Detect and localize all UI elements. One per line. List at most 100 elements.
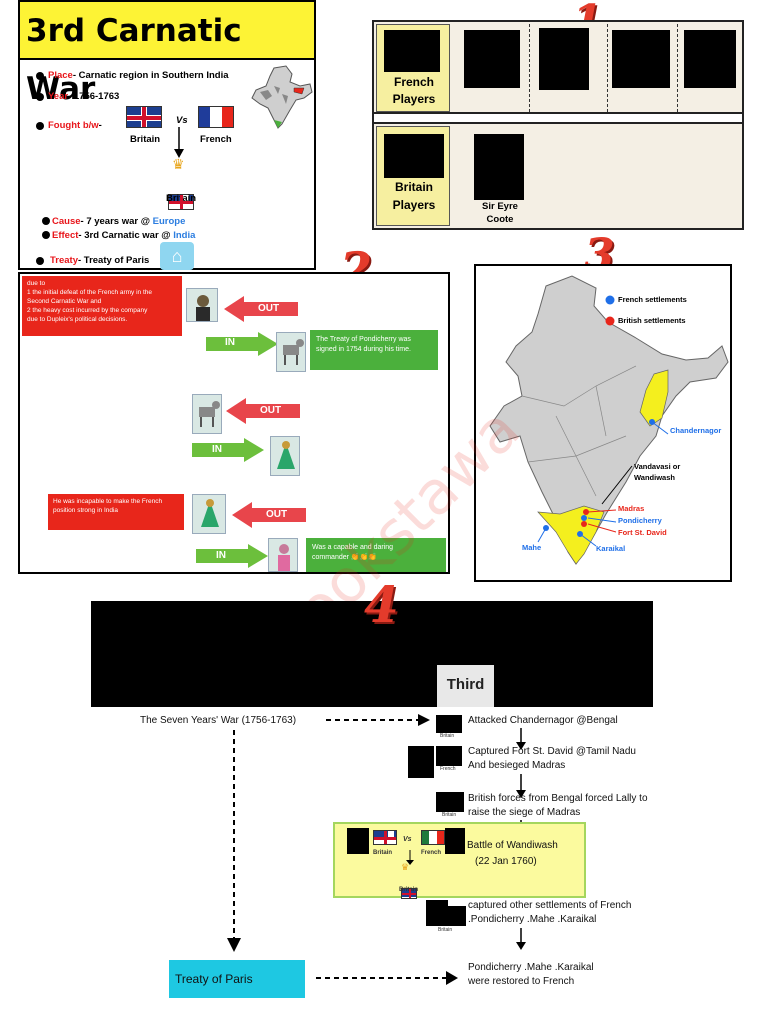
bullet [36, 257, 44, 265]
redacted-image [684, 30, 736, 88]
french-label: French [200, 134, 232, 145]
redacted-image [426, 900, 448, 926]
india-map-thumbnail [251, 65, 313, 129]
out-arrow-icon [224, 296, 298, 322]
redacted-image [445, 828, 465, 854]
out-arrow-icon [226, 398, 300, 424]
leyrit-incapable-note: He was incapable to make the French posi… [48, 494, 184, 530]
reason-line: Second Carnatic War and [27, 298, 102, 305]
redacted-image [464, 30, 520, 88]
reason-line: 1 the initial defeat of the French army … [27, 289, 153, 296]
portrait [276, 332, 306, 372]
portrait [268, 538, 298, 572]
legend-french: French settlements [618, 295, 687, 304]
effect-value: - 3rd Carnatic war @ [78, 230, 174, 241]
place-key: Place [48, 70, 73, 81]
seven-years-war-label: The Seven Years' War (1756-1763) [140, 715, 297, 726]
redacted-image [539, 28, 589, 90]
player-cell [530, 24, 608, 112]
bullet [36, 72, 44, 80]
governors-panel: due to 1 the initial defeat of the Frenc… [18, 272, 450, 574]
in-arrow-icon [206, 332, 278, 356]
note-line: commander [312, 554, 349, 561]
event-line: captured other settlements of French [468, 900, 632, 911]
reason-line: due to Dupleix's political decisions. [27, 316, 128, 323]
reason-line: due to [27, 280, 46, 287]
redacted-image [436, 715, 462, 733]
down-arrow-icon [406, 850, 414, 865]
label-madras: Madras [618, 504, 645, 513]
player-cell [452, 24, 530, 112]
row-divider [374, 112, 742, 124]
treaty-row: Treaty- Treaty of Paris [50, 255, 149, 266]
in-label: IN [216, 550, 226, 561]
label-vandavasi: Vandavasi or Wandiwash [634, 461, 680, 483]
french-label-line: French [393, 75, 434, 89]
legend-british: British settlements [618, 316, 686, 325]
event-lally-siege: British forces from Bengal forced Lally … [468, 792, 648, 820]
bullet [36, 122, 44, 130]
britain-label: Britain [130, 134, 161, 145]
lally-capable-note: Was a capable and daring commander 👏👏👏 [306, 538, 446, 572]
crown-icon: ♛ [401, 862, 410, 872]
britain-label-line: Britain [394, 180, 433, 194]
event-captured-fort-st-david: Captured Fort St. David @Tamil Nadu And … [468, 745, 636, 773]
treaty-value: - Treaty of Paris [78, 255, 150, 266]
bullet [42, 217, 50, 225]
out-label: OUT [258, 303, 280, 314]
player-cell [608, 24, 678, 112]
note-line: Was a capable and daring [312, 544, 394, 551]
place-row: Place- Carnatic region in Southern India [48, 70, 229, 81]
vandavasi-line: Vandavasi or [634, 462, 681, 471]
french-caption: French [421, 850, 442, 856]
battle-of-wandiwash-box: Britain Vs French ♛ Britain Battle of Wa… [333, 822, 586, 899]
effect-key: Effect [52, 230, 79, 241]
coote-line: Sir Eyre [482, 201, 518, 212]
india-settlements-map [489, 275, 729, 565]
timeline-banner [91, 601, 653, 707]
britain-caption: Britain [373, 850, 393, 856]
event-line: raise the siege of Madras [468, 807, 581, 818]
fought-key: Fought b/w [48, 120, 99, 131]
vs-label: Vs [176, 115, 188, 126]
year-key: Year [48, 91, 69, 102]
intro-title: 3rd Carnatic War [20, 2, 314, 107]
third-label: Third [437, 665, 494, 707]
redacted-image [347, 828, 369, 854]
britain-flag-icon [168, 194, 194, 210]
britain-caption: Britain [442, 812, 457, 818]
coote-line: Coote [486, 214, 514, 225]
label-chandernagor: Chandernagor [670, 426, 722, 435]
place-value: - Carnatic region in Southern India [72, 70, 229, 81]
portrait [192, 494, 226, 534]
redacted-image [436, 746, 462, 766]
coote-label: Sir Eyre Coote [462, 200, 538, 226]
effect-row: Effect- 3rd Carnatic war @ India [52, 230, 195, 241]
in-arrow-icon [196, 544, 268, 568]
label-fort-st-david: Fort St. David [618, 528, 667, 537]
french-caption: French [440, 766, 456, 772]
cause-location: Europe [152, 216, 186, 227]
redacted-image [448, 906, 466, 926]
redacted-image [612, 30, 670, 88]
event-battle-of-wandiwash: Battle of Wandiwash [467, 840, 558, 851]
year-value: - 1756-1763 [68, 91, 120, 102]
event-line: Pondicherry .Mahe .Karaikal [468, 962, 594, 973]
note-line: position strong in India [53, 507, 119, 514]
in-label: IN [225, 337, 235, 348]
portrait [270, 436, 300, 476]
reason-line: 2 the heavy cost incurred by the company [27, 307, 148, 314]
britain-flag-icon [126, 106, 162, 128]
cause-key: Cause [52, 216, 81, 227]
fought-row: Fought b/w- [48, 120, 102, 131]
out-label: OUT [266, 509, 288, 520]
event-line: And besieged Madras [468, 760, 566, 771]
year-row: Year- 1756-1763 [48, 91, 119, 102]
down-arrow-icon [174, 127, 184, 158]
note-line: signed in 1754 during his time. [316, 346, 411, 353]
out-arrow-icon [232, 502, 306, 528]
event-line: .Pondicherry .Mahe .Karaikal [468, 914, 597, 925]
event-battle-date: (22 Jan 1760) [475, 856, 537, 867]
portrait [186, 288, 218, 322]
event-restored: Pondicherry .Mahe .Karaikal were restore… [468, 961, 594, 989]
